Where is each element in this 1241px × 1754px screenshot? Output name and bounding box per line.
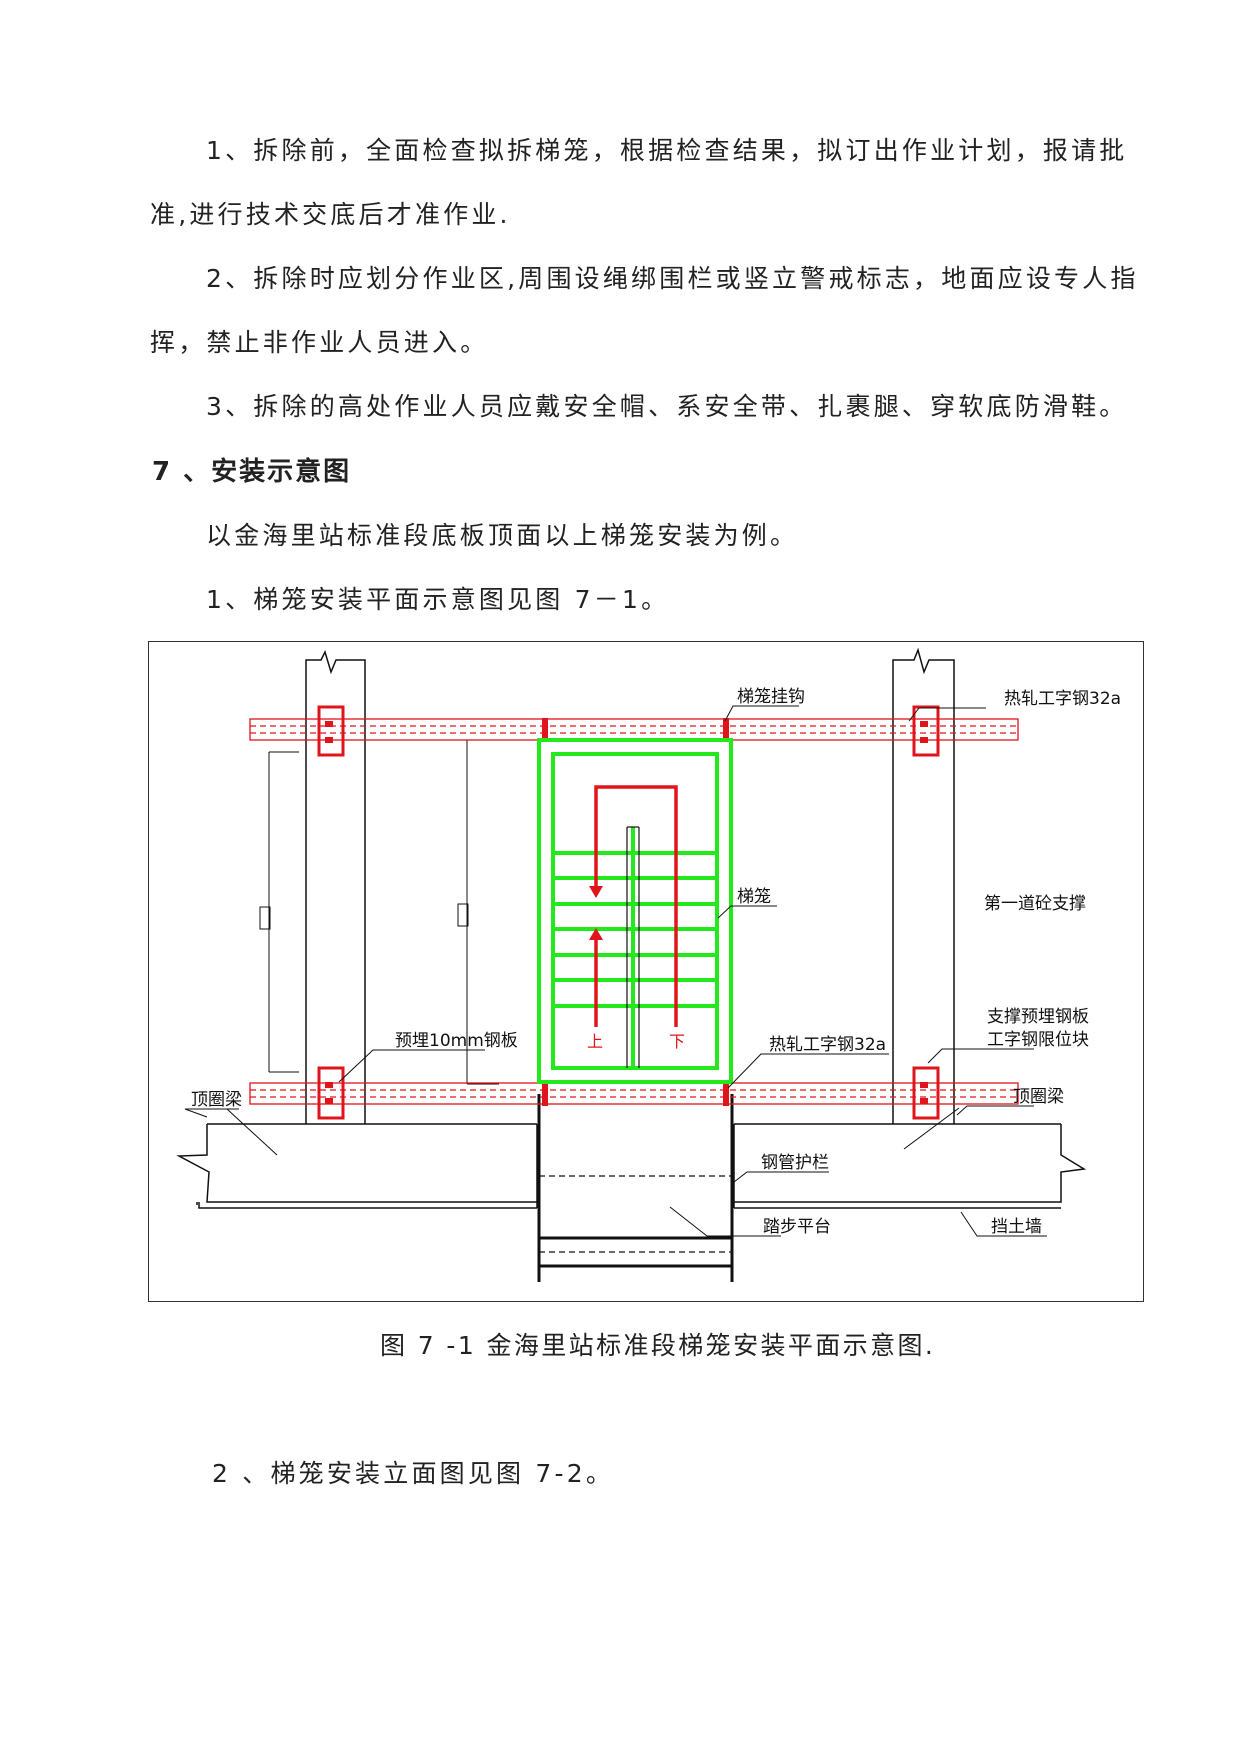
ladder-cage [537, 738, 733, 1084]
label-cage-hook: 梯笼挂钩 [737, 687, 805, 707]
paragraph-3: 3、拆除的高处作业人员应戴安全帽、系安全带、扎裹腿、穿软底防滑鞋。 [206, 392, 1128, 421]
label-retaining-wall: 挡土墙 [991, 1217, 1042, 1237]
leader-lines [184, 705, 1047, 1237]
label-ring-beam-left: 顶圈梁 [191, 1090, 242, 1110]
step-platform [537, 1094, 734, 1282]
label-embedded-plate: 预埋10mm钢板 [395, 1031, 518, 1051]
label-ladder-cage: 梯笼 [737, 887, 771, 907]
ring-beam [176, 1123, 1087, 1209]
label-i-beam-top: 热轧工字钢32a [1004, 689, 1121, 709]
intro-text: 以金海里站标准段底板顶面以上梯笼安装为例。 [206, 521, 799, 550]
item-1-text: 1、梯笼安装平面示意图见图 7－1。 [206, 585, 670, 614]
label-limit-block: 工字钢限位块 [987, 1030, 1089, 1050]
label-concrete-support: 第一道砼支撑 [984, 894, 1086, 914]
embedded-plates [317, 705, 940, 1120]
label-support-plate: 支撑预埋钢板 [987, 1007, 1089, 1027]
arrow-heads [589, 886, 603, 940]
label-down: 下 [669, 1032, 685, 1051]
label-ring-beam-right: 顶圈梁 [1013, 1087, 1064, 1107]
installation-plan-figure: 梯笼挂钩 热轧工字钢32a 梯笼 第一道砼支撑 支撑预埋钢板 工字钢限位块 预埋… [148, 641, 1144, 1302]
limit-blocks [325, 721, 928, 1104]
dimension-lines [259, 739, 499, 1085]
plan-diagram: 梯笼挂钩 热轧工字钢32a 梯笼 第一道砼支撑 支撑预埋钢板 工字钢限位块 预埋… [176, 647, 1121, 1282]
section-heading: 7 、安装示意图 [152, 457, 352, 487]
direction-arrows [594, 785, 678, 1027]
label-railing: 钢管护栏 [761, 1153, 829, 1173]
cage-hooks [542, 718, 729, 1106]
paragraph-2: 2、拆除时应划分作业区,周围设绳绑围栏或竖立警戒标志，地面应设专人指挥，禁止非作… [150, 264, 1139, 357]
left-column [305, 649, 366, 1124]
figure-caption: 图 7 -1 金海里站标准段梯笼安装平面示意图. [380, 1331, 936, 1360]
item-2-text: 2 、梯笼安装立面图见图 7-2。 [212, 1459, 615, 1488]
paragraph-1: 1、拆除前，全面检查拟拆梯笼，根据检查结果，拟订出作业计划，报请批准,进行技术交… [150, 136, 1128, 229]
right-column [892, 647, 955, 1124]
label-i-beam-mid: 热轧工字钢32a [769, 1035, 886, 1055]
label-up: 上 [587, 1032, 603, 1051]
label-step-platform: 踏步平台 [763, 1217, 831, 1237]
ladder-rails [626, 826, 640, 1068]
